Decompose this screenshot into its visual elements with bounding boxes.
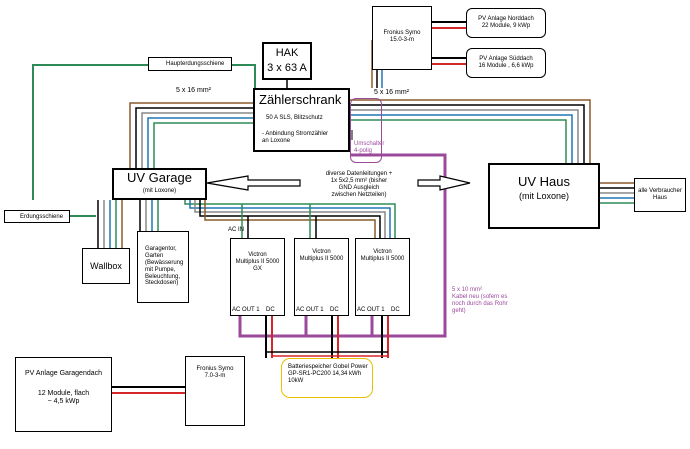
victron1-dc: DC: [266, 307, 275, 313]
cable-left-blue: [147, 117, 253, 168]
ground-wire-main: [32, 64, 148, 200]
verbraucher-label: alle Verbraucher Haus: [638, 188, 682, 201]
umschalter-box: [350, 98, 382, 163]
cable-left-black: [135, 107, 253, 168]
batterie-label: Batteriespeicher Gobel Power GP-SR1-PC20…: [288, 364, 368, 384]
victron2-dc: DC: [330, 307, 339, 313]
wallbox-box: [82, 248, 130, 284]
cable-left-label: 5 x 16 mm²: [176, 87, 212, 94]
cable-right-label: 5 x 16 mm²: [374, 89, 410, 96]
wallbox-label: Wallbox: [90, 261, 122, 271]
pv-garage-title: PV Anlage Garagendach: [24, 370, 103, 377]
cable-right-brown: [350, 99, 591, 163]
arrow-to-garage: [206, 175, 301, 191]
uv-haus-title: UV Haus: [517, 174, 571, 189]
kabel-neu-label: 5 x 10 mm² Kabel neu (sofern es noch dur…: [452, 287, 508, 314]
haupterdung-box: [148, 57, 232, 71]
pv-nord-box: [466, 8, 546, 38]
uv-garage-subtitle: (mit Loxone): [142, 188, 177, 194]
victron2-box: [294, 238, 349, 316]
victron3-dc: DC: [391, 307, 400, 313]
pv-garage-box: [15, 357, 112, 432]
pv-sued-label: PV Anlage Süddach 16 Module , 6,6 kWp: [478, 56, 534, 69]
zaehler-line2: - Anbindung Stromzähler an Loxone: [262, 131, 329, 144]
uv-haus-subtitle: (mit Loxone): [518, 191, 570, 201]
victron1-acout: AC OUT 1: [232, 307, 260, 313]
uv-garage-title: UV Garage: [126, 170, 193, 185]
victron3-title: Victron Multiplus II 5000: [360, 249, 405, 262]
ground-wire-main-2: [232, 64, 256, 88]
pv-nord-label: PV Anlage Norddach 22 Module, 9 kWp: [478, 16, 534, 29]
fronius-bottom-box: [185, 356, 245, 426]
cable-left-grey: [141, 112, 253, 168]
pv-garage-line1: 12 Module, flach ~ 4,5 kWp: [37, 390, 90, 406]
batterie-box: [281, 358, 373, 398]
hak-rating: 3 x 63 A: [267, 62, 307, 74]
cable-right-black: [350, 104, 585, 163]
victron3-acout: AC OUT 1: [357, 307, 385, 313]
garagentor-box: [137, 231, 189, 303]
uv-garage-box: [112, 168, 207, 200]
pv-sued-box: [466, 48, 546, 78]
victron2-title: Victron Multiplus II 5000: [299, 249, 344, 262]
ac-in-label: AC IN: [228, 227, 245, 233]
erdung-label: Erdungsschiene: [20, 214, 64, 220]
cable-left-brown: [129, 102, 253, 168]
fronius-bottom-title: Fronius Symo 7.0-3-m: [196, 366, 234, 379]
cable-right-blue: [350, 114, 573, 163]
cable-right-green: [350, 119, 567, 163]
ac-out-bus: [238, 153, 447, 338]
haupterdung-label: Haupterdungsschiene: [166, 61, 225, 67]
hak-title: HAK: [275, 47, 299, 59]
verbraucher-box: [634, 178, 686, 212]
arrow-to-haus: [417, 175, 471, 191]
victron3-box: [355, 238, 410, 316]
zaehler-title: Zählerschrank: [259, 92, 342, 107]
cable-right-grey: [350, 109, 579, 163]
hak-box: [262, 42, 312, 80]
umschalter-label: Umschalter 4-polig: [354, 141, 385, 154]
victron1-title: Victron Multiplus II 5000 GX: [235, 252, 280, 272]
datenleitungen-label: diverse Datenleitungen + 1x 5x2,5 mm² (b…: [304, 171, 414, 199]
victron2-acout: AC OUT 1: [296, 307, 324, 313]
fronius-top-title: Fronius Symo 15.0-3-m: [383, 30, 421, 43]
zaehler-box: [253, 88, 350, 152]
uv-haus-box: [488, 163, 600, 229]
erdung-box: [4, 210, 70, 223]
cable-left-green: [153, 122, 253, 168]
victron1-box: [230, 238, 285, 316]
fronius-top-box: [372, 6, 432, 70]
garagentor-label: Garagentor, Garten (Bewässerung mit Pump…: [145, 246, 184, 287]
zaehler-line1: 50 A SLS, Blitzschutz: [266, 115, 323, 121]
